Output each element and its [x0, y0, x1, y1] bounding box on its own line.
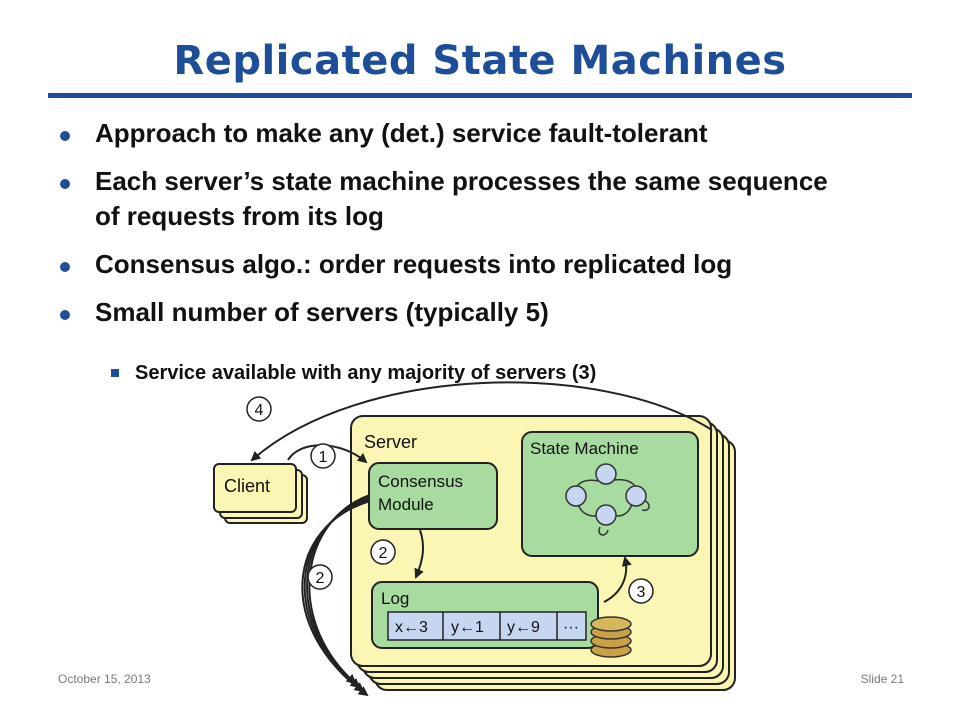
step-4-badge: 4 — [255, 402, 264, 419]
arrow-step-2-log — [414, 529, 425, 579]
state-machine-box — [521, 431, 699, 557]
step-2-badge: 2 — [379, 545, 388, 562]
footer-slide-number: Slide 21 — [860, 672, 904, 686]
bullet-dot-icon — [60, 310, 70, 320]
bullet-list: Approach to make any (det.) service faul… — [58, 116, 918, 343]
log-entries: x←3 y←1 y←9 ··· — [387, 611, 587, 641]
bullet-item: Small number of servers (typically 5) — [58, 295, 918, 330]
step-3-badge: 3 — [637, 584, 646, 601]
client-stack — [213, 463, 308, 524]
state-graph-icon — [565, 463, 650, 536]
bullet-item: Each server’s state machine processes th… — [58, 164, 855, 234]
client-box — [213, 463, 297, 513]
bullet-dot-icon — [60, 262, 70, 272]
bullet-dot-icon — [60, 131, 70, 141]
sub-bullet-square-icon — [111, 369, 119, 377]
title-rule — [48, 93, 912, 98]
state-machine-label: State Machine — [530, 439, 639, 458]
consensus-label-line2: Module — [378, 495, 434, 514]
step-2-badge: 2 — [316, 570, 325, 587]
sub-bullet: Service available with any majority of s… — [111, 362, 597, 385]
log-entry: y←1 — [451, 619, 484, 636]
consensus-label-line1: Consensus — [378, 472, 463, 491]
slide-title: Replicated State Machines — [173, 38, 787, 84]
sub-bullet-text: Service available with any majority of s… — [135, 362, 597, 384]
step-badges: 4 1 2 2 3 — [246, 396, 654, 604]
disk-storage-icon — [590, 616, 632, 658]
bullet-item: Consensus algo.: order requests into rep… — [58, 247, 918, 282]
log-label: Log — [381, 589, 409, 608]
arrow-step-4 — [250, 381, 713, 462]
footer-date: October 15, 2013 — [58, 672, 151, 686]
bullet-text: Consensus algo.: order requests into rep… — [95, 249, 733, 279]
client-label: Client — [224, 476, 270, 496]
log-entry: ··· — [563, 619, 579, 636]
arrow-step-3 — [603, 556, 632, 603]
server-label: Server — [364, 432, 417, 452]
step-1-badge: 1 — [319, 449, 328, 466]
log-entry: x←3 — [395, 619, 428, 636]
bullet-text: Small number of servers (typically 5) — [95, 297, 549, 327]
bullet-dot-icon — [60, 179, 70, 189]
bullet-text: Each server’s state machine processes th… — [95, 166, 828, 231]
log-entry: y←9 — [507, 619, 540, 636]
bullet-item: Approach to make any (det.) service faul… — [58, 116, 918, 151]
bullet-text: Approach to make any (det.) service faul… — [95, 118, 708, 148]
